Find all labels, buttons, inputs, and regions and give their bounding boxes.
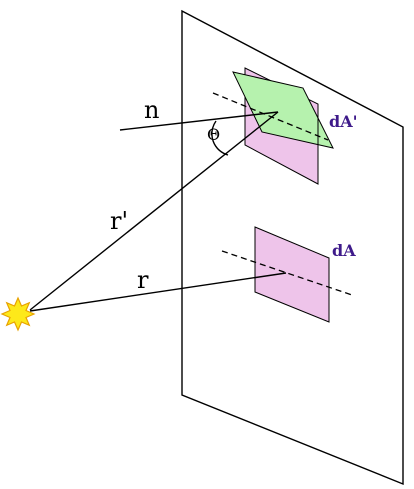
r-label: r (137, 266, 149, 294)
ray-r-prime (29, 111, 279, 311)
tilted-green-patch (232, 71, 334, 149)
normal-label: n (144, 96, 159, 124)
upper-patch-axis (212, 92, 329, 141)
normal-line (119, 111, 279, 131)
sun-star-icon (0, 296, 36, 332)
area-tilted-label: dA' (329, 112, 358, 131)
lower-patch-axis (221, 250, 353, 296)
angle-label: Θ (207, 125, 220, 144)
r-prime-label: r' (110, 207, 128, 235)
ray-r (29, 272, 287, 312)
area-label: dA (332, 241, 356, 260)
angle-arc (211, 120, 229, 156)
